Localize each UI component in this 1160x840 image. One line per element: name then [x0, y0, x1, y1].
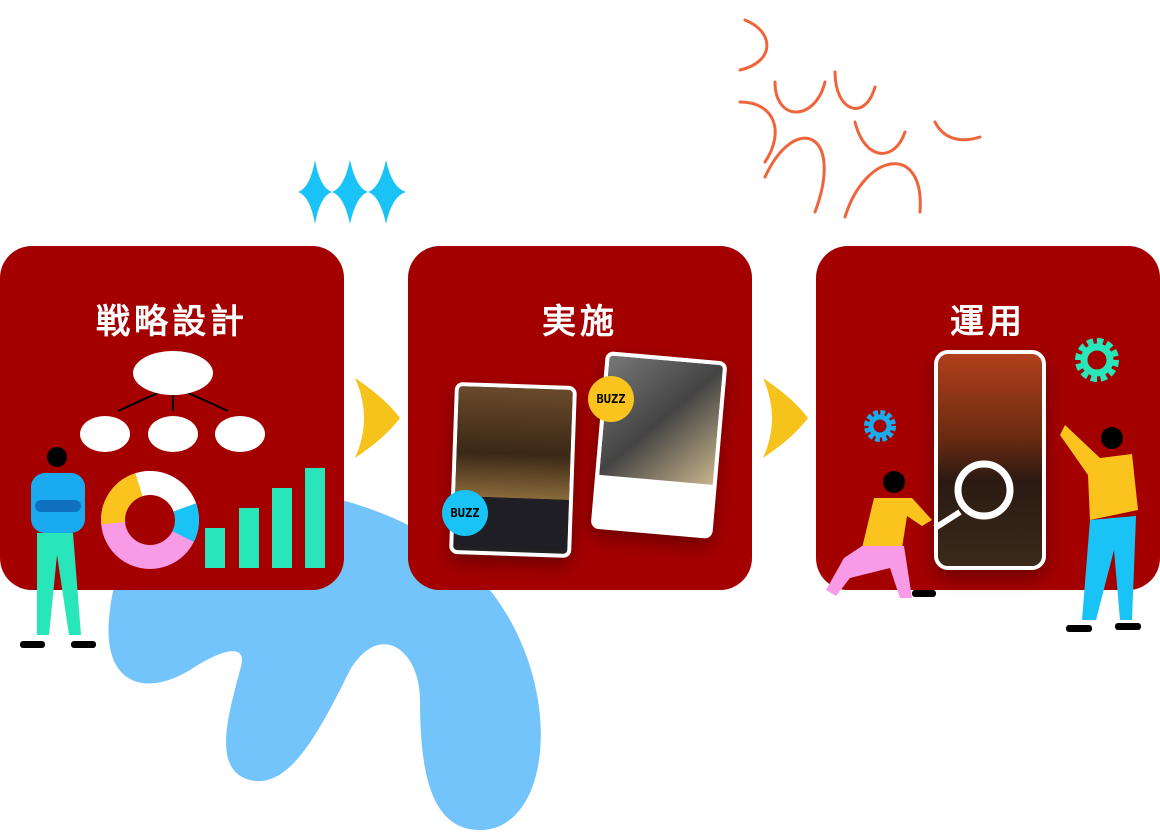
mindmap-illustration	[80, 351, 265, 452]
orange-lines-decoration	[738, 18, 982, 219]
buzz-badge: BUZZ	[442, 490, 488, 536]
step-title: 運用	[950, 302, 1026, 342]
phone-mockup	[934, 350, 1046, 570]
donut-chart-illustration	[101, 471, 199, 569]
standing-man-illustration	[1060, 425, 1141, 632]
zigzag-decoration	[298, 160, 406, 224]
chevron-right-icon	[355, 378, 400, 458]
gear-icon	[1075, 338, 1119, 382]
gear-icon	[864, 410, 896, 442]
step-title: 戦略設計	[96, 302, 248, 342]
magnifier-icon	[933, 460, 1014, 531]
step-title: 実施	[542, 302, 618, 342]
step-card-execution: 実施 BUZZ BUZZ	[408, 246, 752, 590]
bar-chart-illustration	[205, 468, 325, 568]
buzz-badge: BUZZ	[588, 376, 634, 422]
person-illustration	[20, 447, 96, 648]
chevron-right-icon	[763, 378, 808, 458]
kneeling-woman-illustration	[826, 471, 936, 598]
